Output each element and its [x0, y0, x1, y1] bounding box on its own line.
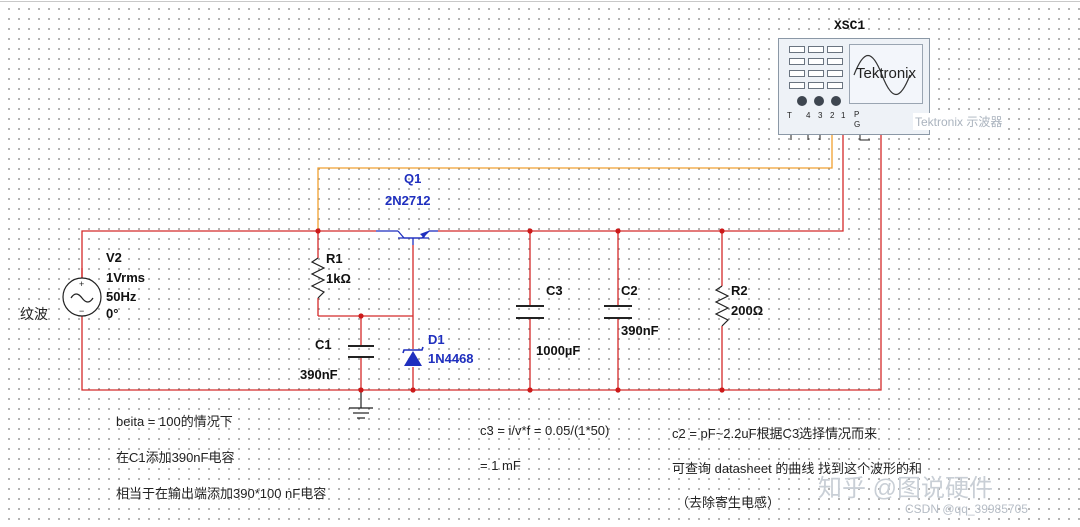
note-c1-add: 在C1添加390nF电容 — [116, 450, 235, 465]
wire-left-top — [81, 230, 318, 278]
wire-bottom-rail — [81, 125, 882, 391]
scope-button — [827, 58, 843, 65]
svg-text:+: + — [79, 279, 84, 289]
note-c3-result: = 1 mF — [480, 458, 521, 473]
note-c3-formula: c3 = i/v*f = 0.05/(1*50) — [480, 423, 610, 438]
wire-to-scope-ch1 — [722, 125, 844, 232]
c3-capacitor-symbol — [516, 305, 544, 319]
scope-button — [789, 70, 805, 77]
c3-name: C3 — [546, 283, 563, 298]
v2-phase: 0° — [106, 306, 119, 321]
scope-screen — [849, 44, 923, 104]
r2-resistor-symbol — [714, 285, 730, 327]
q1-part: 2N2712 — [385, 193, 431, 208]
scope-brand: Tektronix — [855, 65, 917, 82]
scope-knob — [797, 96, 807, 106]
r1-value: 1kΩ — [326, 271, 351, 286]
zhihu-watermark: 知乎 @图说硬件 — [818, 475, 994, 502]
scope-pin-label: 1 — [841, 111, 846, 120]
note-datasheet: 可查询 datasheet 的曲线 找到这个波形的和 — [672, 461, 922, 476]
scope-button — [808, 70, 824, 77]
scope-button — [827, 70, 843, 77]
ripple-label: 纹波 — [20, 306, 48, 322]
d1-part: 1N4468 — [428, 351, 474, 366]
r1-resistor-symbol — [310, 257, 326, 299]
c1-value: 390nF — [300, 367, 338, 382]
scope-button — [827, 82, 843, 89]
v2-name: V2 — [106, 250, 122, 265]
csdn-watermark: CSDN @qq_39985705 — [905, 502, 1028, 516]
scope-pin-label: G — [854, 120, 861, 129]
scope-knob — [814, 96, 824, 106]
junction-dots — [315, 228, 725, 393]
d1-zener-symbol — [402, 346, 424, 366]
c1-name: C1 — [315, 337, 332, 352]
scope-button — [827, 46, 843, 53]
d1-name: D1 — [428, 332, 445, 347]
note-parasitic: （去除寄生电感） — [676, 495, 781, 510]
scope-pin-label: 3 — [818, 111, 823, 120]
note-equivalent: 相当于在输出端添加390*100 nF电容 — [116, 486, 327, 501]
wire-orange-ch2 — [317, 125, 833, 231]
q1-name: Q1 — [404, 171, 422, 186]
scope-button — [789, 46, 805, 53]
wires-red — [81, 115, 882, 391]
scope-pin-label: P — [854, 110, 860, 119]
c2-value: 390nF — [621, 323, 659, 338]
scope-knob — [831, 96, 841, 106]
scope-button — [789, 82, 805, 89]
svg-text:−: − — [79, 306, 84, 316]
scope-label: Tektronix 示波器 — [913, 113, 1005, 130]
r2-value: 200Ω — [731, 303, 764, 318]
r2-name: R2 — [731, 283, 748, 298]
c1-capacitor-symbol — [348, 345, 374, 358]
ground-symbol — [349, 390, 373, 419]
r1-name: R1 — [326, 251, 343, 266]
c2-capacitor-symbol — [604, 305, 632, 319]
scope-button — [808, 46, 824, 53]
scope-button — [808, 58, 824, 65]
c2-name: C2 — [621, 283, 638, 298]
v2-frequency: 50Hz — [106, 289, 137, 304]
scope-pin-label: T — [787, 111, 792, 120]
v2-amplitude: 1Vrms — [106, 270, 146, 285]
scope-pin-label: 4 — [806, 111, 811, 120]
note-beta: beita = 100的情况下 — [116, 414, 233, 429]
note-c2-range: c2 = pF~2.2uF根据C3选择情况而来 — [672, 426, 878, 441]
q1-transistor-symbol — [376, 230, 438, 245]
sine-wave-icon — [853, 54, 911, 96]
scope-pin-label: 2 — [830, 111, 835, 120]
c3-value: 1000µF — [536, 343, 581, 358]
scope-button — [808, 82, 824, 89]
scope-ref-label: XSC1 — [834, 18, 866, 33]
v2-ac-source-symbol: + − — [62, 277, 102, 317]
scope-button — [789, 58, 805, 65]
